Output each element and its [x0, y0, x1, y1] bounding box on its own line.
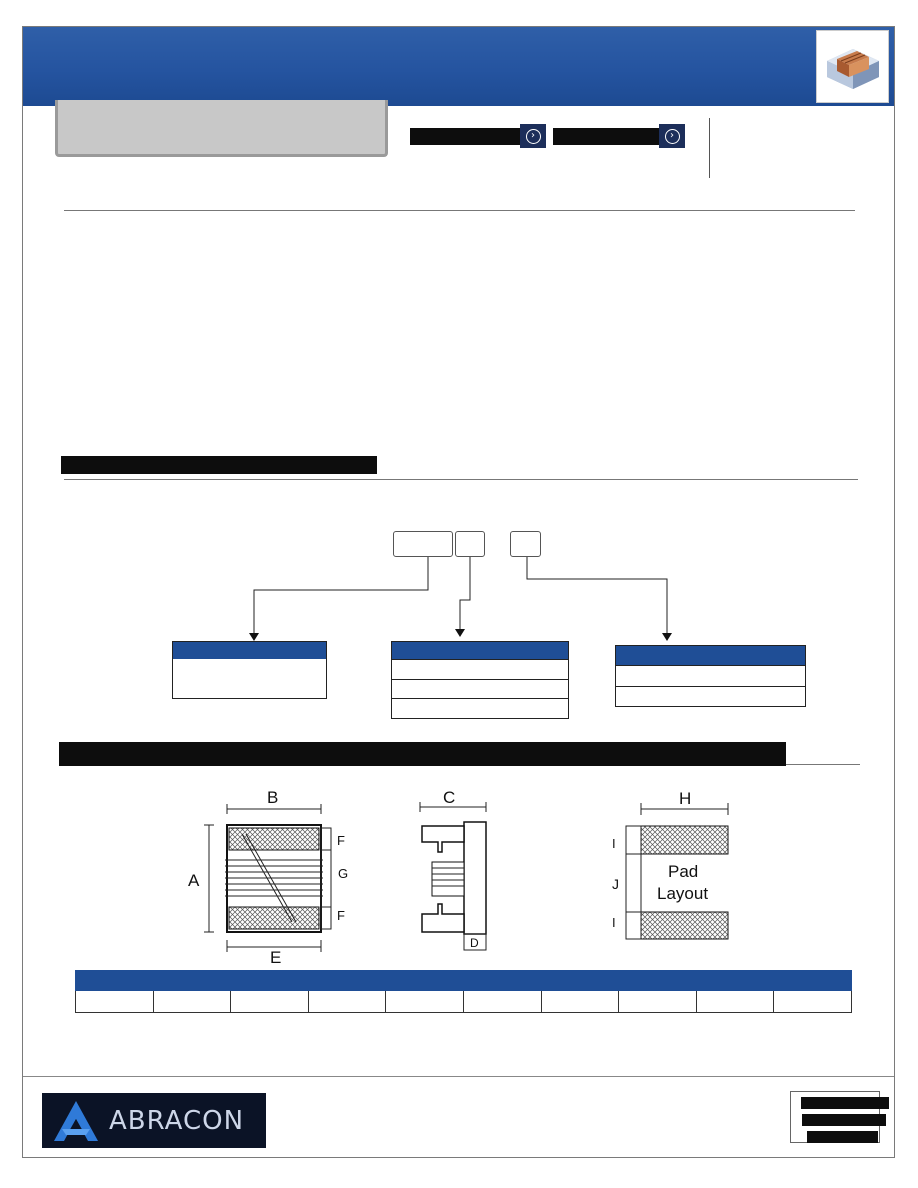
table-header-cell: [152, 970, 232, 991]
option-table-packaging: [615, 645, 806, 707]
top-view-drawing: B A F G F E: [188, 788, 348, 967]
table-cell: [307, 990, 387, 1013]
side-view-drawing: C D: [419, 788, 487, 951]
dimension-table-row: [75, 990, 852, 1013]
part-number-field-series: [393, 531, 453, 557]
table-header-cell: [75, 970, 154, 991]
dim-label-g: G: [338, 866, 348, 881]
part-number-connectors: [249, 557, 672, 641]
dim-label-d: D: [470, 936, 479, 950]
title-placeholder-box: [55, 100, 388, 157]
table-header-cell: [695, 970, 775, 991]
dim-label-f-top: F: [337, 833, 345, 848]
section-heading-bar-dimensions: [59, 742, 786, 766]
badge-bar-1: [801, 1097, 889, 1109]
pad-layout-drawing: H I J I Pad Layout: [612, 789, 729, 940]
option-row: [392, 659, 568, 679]
footer-rule: [23, 1076, 894, 1077]
header-divider: [709, 118, 710, 178]
table-header-cell: [462, 970, 542, 991]
section-rule-dimensions: [786, 764, 860, 765]
option-table-header: [173, 642, 326, 659]
table-cell: [385, 990, 464, 1013]
option-row: [616, 686, 805, 706]
chevron-right-icon: ›: [525, 128, 541, 144]
option-table-header: [616, 646, 805, 665]
logo-text: ABRACON: [109, 1106, 245, 1136]
table-header-cell: [618, 970, 697, 991]
section-heading-bar-part-numbering: [61, 456, 377, 474]
nav-arrow-button-2[interactable]: ›: [659, 124, 685, 148]
option-row: [616, 665, 805, 686]
nav-arrow-button-1[interactable]: ›: [520, 124, 546, 148]
dim-label-f-bottom: F: [337, 908, 345, 923]
table-header-cell: [773, 970, 852, 991]
nav-link-bar-2[interactable]: [553, 128, 659, 145]
badge-bar-3: [807, 1131, 878, 1143]
table-header-cell: [230, 970, 309, 991]
table-cell: [773, 990, 852, 1013]
dim-label-a: A: [188, 871, 200, 890]
pad-layout-label-line1: Pad: [668, 862, 698, 881]
table-cell: [540, 990, 620, 1013]
dimension-table-header-row: [75, 970, 852, 991]
dimension-drawing: B A F G F E C: [188, 788, 729, 967]
table-cell: [152, 990, 232, 1013]
table-cell: [618, 990, 697, 1013]
table-cell: [75, 990, 154, 1013]
dimension-table: [75, 970, 852, 1013]
part-number-field-option: [510, 531, 541, 557]
dim-label-i-bottom: I: [612, 915, 616, 930]
badge-bar-2: [802, 1114, 886, 1126]
section-rule-part-numbering: [64, 479, 858, 480]
dim-label-c: C: [443, 788, 455, 807]
product-image: [816, 30, 889, 103]
table-cell: [695, 990, 775, 1013]
dim-label-b: B: [267, 788, 278, 807]
option-table-header: [392, 642, 568, 659]
abracon-logo[interactable]: ABRACON: [42, 1093, 266, 1148]
option-table-size: [391, 641, 569, 719]
chevron-right-icon: ›: [664, 128, 680, 144]
dim-label-e: E: [270, 948, 281, 967]
table-header-cell: [385, 970, 464, 991]
header-banner: [23, 27, 894, 106]
pad-layout-label-line2: Layout: [657, 884, 708, 903]
page-frame: [22, 26, 895, 1158]
table-header-cell: [540, 970, 620, 991]
table-cell: [462, 990, 542, 1013]
table-header-cell: [307, 970, 387, 991]
dim-label-j: J: [612, 876, 619, 892]
table-cell: [230, 990, 309, 1013]
nav-link-bar-1[interactable]: [410, 128, 520, 145]
dim-label-h: H: [679, 789, 691, 808]
section-rule-top: [64, 210, 855, 211]
abracon-logo-icon: [54, 1101, 98, 1141]
part-number-field-size: [455, 531, 485, 557]
option-row: [392, 698, 568, 717]
dim-label-i-top: I: [612, 836, 616, 851]
option-row: [392, 679, 568, 698]
option-table-series: [172, 641, 327, 699]
